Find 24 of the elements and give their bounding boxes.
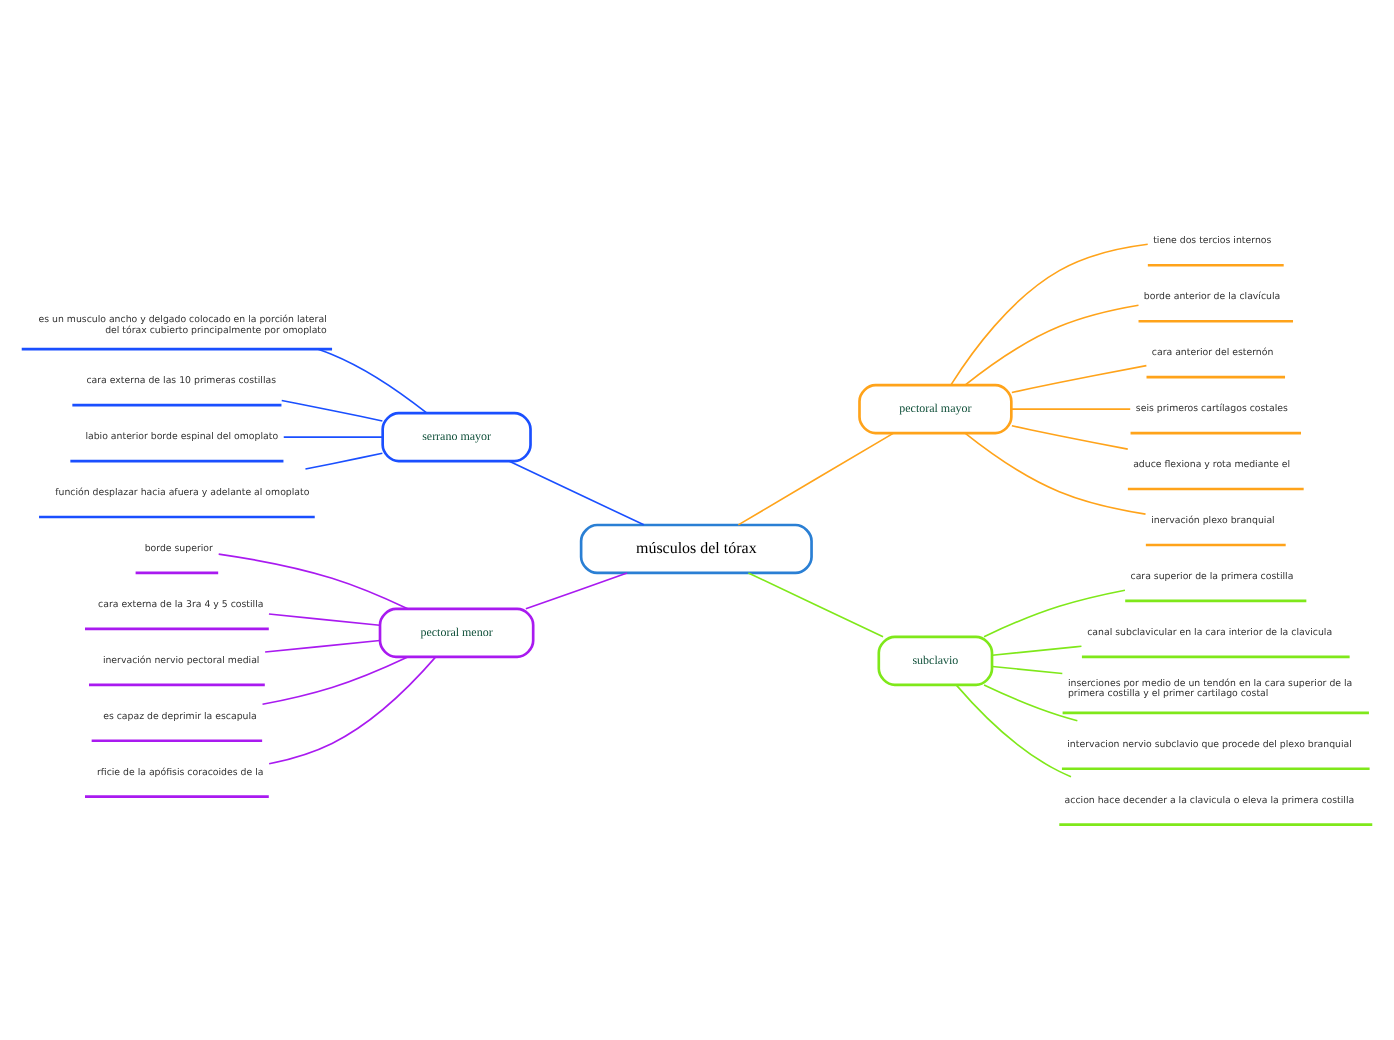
connector [983, 588, 1126, 637]
connector [508, 459, 645, 525]
connector [1010, 407, 1131, 409]
connector [991, 664, 1064, 674]
connector [955, 683, 1072, 777]
connector [282, 435, 384, 437]
connector [950, 242, 1149, 385]
connector [268, 655, 437, 764]
connector [268, 612, 381, 626]
connector [261, 655, 409, 705]
connector [525, 571, 628, 609]
connector [983, 683, 1079, 721]
connector [317, 347, 428, 413]
connector [991, 644, 1083, 656]
connector [1011, 423, 1129, 449]
connector [280, 398, 384, 421]
connector [304, 451, 384, 469]
connector [737, 431, 894, 525]
connector [964, 431, 1147, 514]
connector [747, 571, 884, 637]
connector [1011, 363, 1148, 393]
connector [264, 638, 381, 652]
connector [964, 303, 1140, 385]
connector [217, 552, 409, 609]
